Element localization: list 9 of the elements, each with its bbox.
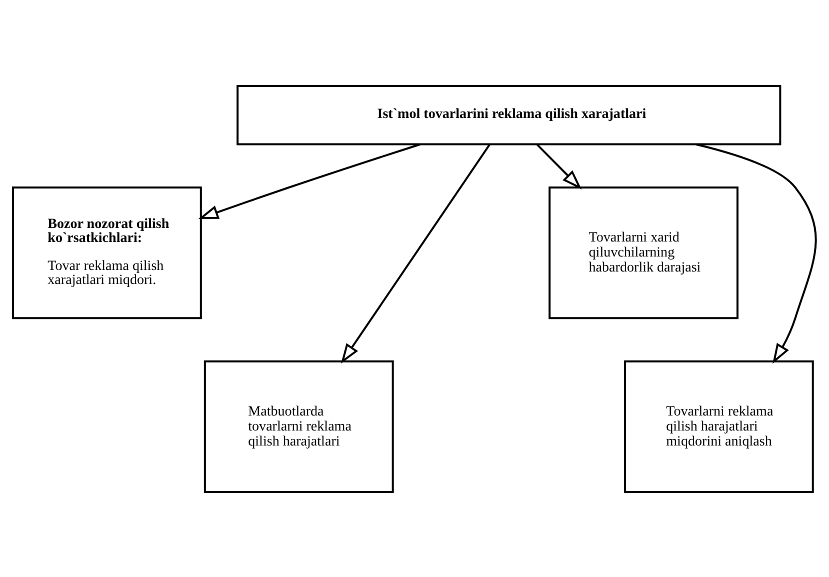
node-box: Tovarlarni xarid qiluvchilarning habardorlik darajasi — [548, 186, 738, 319]
arrow — [340, 143, 491, 364]
arrow — [696, 142, 817, 364]
node-box: Tovarlarni reklama qilish harajatlari miqdorini aniqlash — [624, 360, 814, 492]
arrow — [198, 142, 420, 218]
node-box: Matbuotlarda tovarlarni reklama qilish harajatlari — [204, 360, 394, 492]
node-box: Bozor nozorat qilish ko`rsatkichlari: Tovar reklama qilish xarajatlari miqdori. — [12, 186, 202, 319]
node-box: Ist`mol tovarlarini reklama qilish xarajatlari — [236, 84, 782, 145]
arrow — [536, 143, 582, 190]
